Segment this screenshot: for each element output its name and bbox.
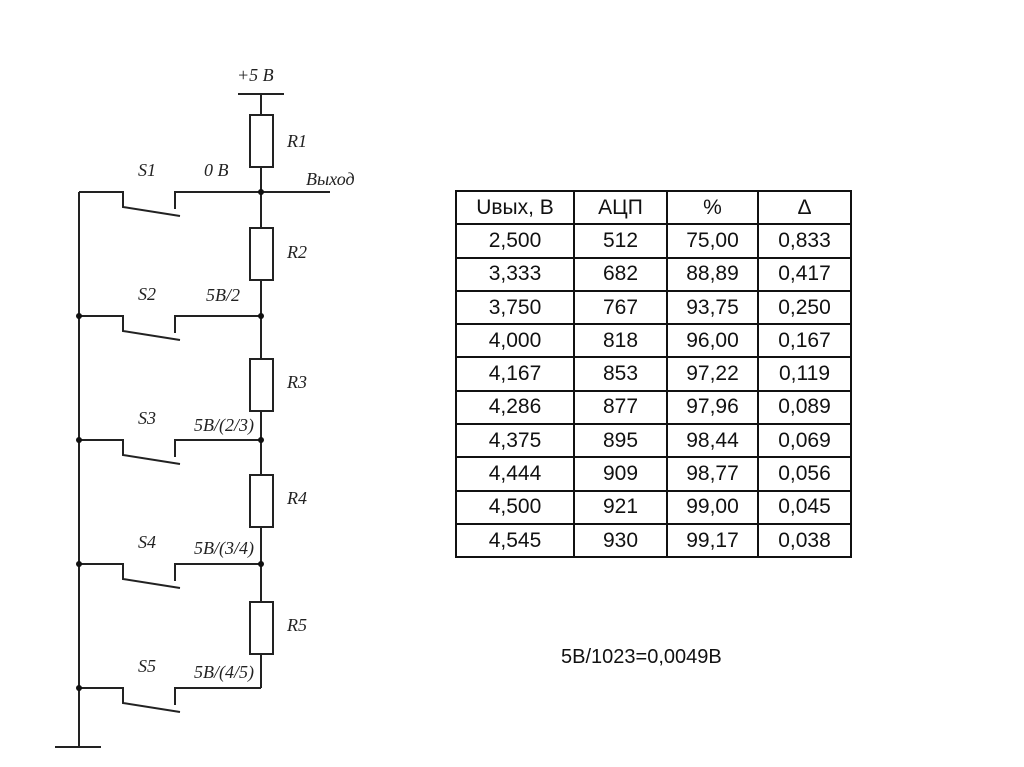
table-cell: 0,167: [757, 323, 852, 359]
switch-s2-contact: [174, 315, 261, 333]
table-cell: 0,833: [757, 223, 852, 259]
junction-dot: [76, 685, 82, 691]
node-voltage-5: 5В/(4/5): [194, 662, 254, 682]
table-cell: 4,000: [455, 323, 575, 359]
table-cell: 0,056: [757, 456, 852, 492]
r3-label: R3: [287, 372, 307, 392]
table-cell: 4,444: [455, 456, 575, 492]
table-cell: 877: [573, 389, 668, 426]
table-cell: 0,038: [757, 522, 852, 559]
r1-label: R1: [287, 131, 307, 151]
table-cell: 3,333: [455, 256, 575, 292]
table-cell: 93,75: [666, 289, 759, 326]
junction-dot: [258, 561, 264, 567]
table-cell: 0,069: [757, 423, 852, 459]
table-cell: 0,250: [757, 289, 852, 326]
s4-label: S4: [138, 532, 156, 552]
resistor-r3: [249, 358, 274, 412]
switch-s1-blade: [79, 191, 181, 217]
resistor-r1: [249, 114, 274, 168]
table-cell: 4,545: [455, 522, 575, 559]
table-cell: 0,089: [757, 389, 852, 426]
resistor-r5: [249, 601, 274, 655]
r5-label: R5: [287, 615, 307, 635]
table-cell: 99,00: [666, 489, 759, 525]
table-cell: 98,44: [666, 423, 759, 459]
table-cell: 853: [573, 356, 668, 392]
table-cell: 99,17: [666, 522, 759, 559]
r4-label: R4: [287, 488, 307, 508]
table-cell: 818: [573, 323, 668, 359]
table-cell: 75,00: [666, 223, 759, 259]
resolution-note: 5В/1023=0,0049В: [561, 646, 722, 668]
table-cell: 930: [573, 522, 668, 559]
output-label: Выход: [306, 169, 355, 189]
switch-s1-contact: [174, 191, 261, 209]
header-percent: %: [666, 189, 759, 226]
r2-label: R2: [287, 242, 307, 262]
junction-dot: [258, 437, 264, 443]
node-voltage-2: 5В/2: [206, 285, 240, 305]
node-voltage-4: 5В/(3/4): [194, 538, 254, 558]
table-cell: 4,167: [455, 356, 575, 392]
header-uout: Uвых, В: [455, 189, 575, 226]
table-cell: 97,96: [666, 389, 759, 426]
table-cell: 98,77: [666, 456, 759, 492]
junction-dot: [76, 437, 82, 443]
header-delta: ∆: [757, 189, 852, 226]
resistor-r2: [249, 227, 274, 281]
switch-s4-blade: [79, 563, 181, 589]
table-cell: 682: [573, 256, 668, 292]
table-header-row: Uвых, В АЦП % ∆: [455, 189, 852, 226]
junction-dot: [76, 561, 82, 567]
header-adc: АЦП: [573, 189, 668, 226]
resistor-r4: [249, 474, 274, 528]
switch-s5-contact: [174, 687, 261, 705]
s1-label: S1: [138, 160, 156, 180]
table-cell: 96,00: [666, 323, 759, 359]
s3-label: S3: [138, 408, 156, 428]
junction-dot: [258, 313, 264, 319]
supply-label: +5 В: [237, 65, 274, 85]
table-cell: 895: [573, 423, 668, 459]
s5-label: S5: [138, 656, 156, 676]
node-voltage-1: 0 В: [204, 160, 229, 180]
table-cell: 0,119: [757, 356, 852, 392]
table-cell: 767: [573, 289, 668, 326]
table-cell: 0,417: [757, 256, 852, 292]
table-cell: 512: [573, 223, 668, 259]
table-cell: 4,375: [455, 423, 575, 459]
table-cell: 4,286: [455, 389, 575, 426]
table-cell: 3,750: [455, 289, 575, 326]
table-cell: 4,500: [455, 489, 575, 525]
junction-dot: [258, 189, 264, 195]
switch-s2-blade: [79, 315, 181, 341]
s2-label: S2: [138, 284, 156, 304]
junction-dot: [76, 313, 82, 319]
switch-s3-contact: [174, 439, 261, 457]
table-cell: 88,89: [666, 256, 759, 292]
table-cell: 0,045: [757, 489, 852, 525]
switch-s4-contact: [174, 563, 261, 581]
node-voltage-3: 5В/(2/3): [194, 415, 254, 435]
switch-s5-blade: [79, 687, 181, 713]
table-cell: 97,22: [666, 356, 759, 392]
table-cell: 921: [573, 489, 668, 525]
switch-s3-blade: [79, 439, 181, 465]
table-cell: 2,500: [455, 223, 575, 259]
table-cell: 909: [573, 456, 668, 492]
